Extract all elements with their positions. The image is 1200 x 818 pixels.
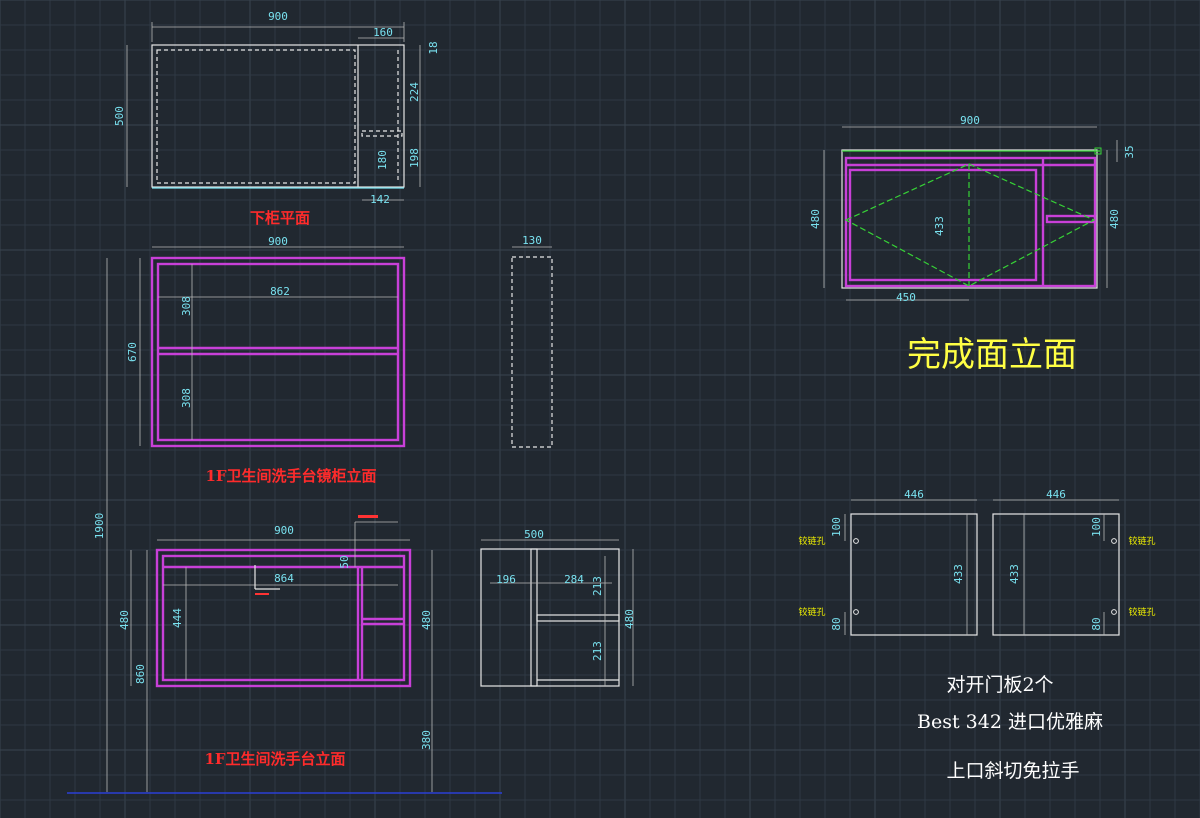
vanity-height-dim: 480 — [118, 610, 131, 630]
vanity-base-dim: 860 — [134, 664, 147, 684]
mirror-lower-dim: 308 — [180, 388, 193, 408]
finished-half-dim: 450 — [896, 291, 916, 304]
side-right-dim: 284 — [564, 573, 584, 586]
vanity-outer-frame — [155, 548, 412, 688]
vanity-floor-dim: 380 — [420, 730, 433, 750]
finished-top-dim: 35 — [1123, 145, 1136, 158]
vanity-side-elevation: 500 196 284 213 213 480 — [480, 528, 636, 687]
left-bottom-hinge-dim: 80 — [830, 617, 843, 630]
finished-door-swing — [844, 163, 1096, 287]
finished-height-right-dim: 480 — [1108, 209, 1121, 229]
finished-outline — [841, 149, 1098, 289]
plan-top-dim: 18 — [427, 41, 440, 54]
side-left-dim: 196 — [496, 573, 516, 586]
hinge-label: 铰链孔 — [1128, 535, 1155, 547]
note-handle: 上口斜切免拉手 — [946, 760, 1079, 782]
plan-upper-dim: 224 — [408, 82, 421, 102]
side-lower-dim: 213 — [591, 641, 604, 661]
finished-corner-mark — [1094, 147, 1102, 155]
note-material: Best 342 进口优雅麻 — [917, 711, 1103, 733]
plan-shelf — [361, 130, 403, 137]
plan-lower-dim: 198 — [408, 148, 421, 168]
side-height-dim: 480 — [623, 609, 636, 629]
mirror-cabinet-elevation-title: 1F卫生间洗手台镜柜立面 — [205, 467, 376, 485]
right-bottom-hinge-dim: 80 — [1090, 617, 1103, 630]
right-top-hinge-dim: 100 — [1090, 517, 1103, 537]
mirror-height-dim: 670 — [126, 342, 139, 362]
plan-width-dim: 900 — [268, 10, 288, 23]
hinge-label: 铰链孔 — [798, 535, 825, 547]
hinge-hole — [1111, 609, 1117, 615]
vanity-total-dim: 1900 — [93, 513, 106, 540]
left-door-width-dim: 446 — [904, 488, 924, 501]
finished-elevation-title: 完成面立面 — [907, 335, 1077, 375]
vanity-width-dim: 900 — [274, 524, 294, 537]
hinge-hole — [853, 609, 859, 615]
mirror-side-profile: 130 — [511, 234, 553, 448]
side-shelf — [536, 614, 620, 622]
finished-elevation: 900 35 480 480 433 450 完成面立面 — [809, 114, 1136, 375]
vanity-inner-height-dim: 444 — [171, 608, 184, 628]
mirror-inner-dim: 862 — [270, 285, 290, 298]
door-panels: 446 446 433 433 100 100 80 80 铰链孔 铰链孔 铰链… — [798, 488, 1156, 636]
lower-cabinet-plan: 900 160 18 500 224 198 180 142 下柜平面 — [113, 10, 440, 227]
vanity-small-dim: 50 — [338, 555, 351, 568]
side-width-dim: 500 — [524, 528, 544, 541]
mirror-cabinet-elevation: 900 862 670 308 308 1F卫生间洗手台镜柜立面 — [126, 235, 406, 485]
finished-width-dim: 900 — [960, 114, 980, 127]
vanity-right-height-dim: 480 — [420, 610, 433, 630]
right-door-panel — [992, 513, 1120, 636]
vanity-elevation: 1900 900 864 50 480 444 860 380 480 1F卫生… — [67, 258, 502, 794]
hinge-label: 铰链孔 — [1128, 606, 1155, 618]
left-top-hinge-dim: 100 — [830, 517, 843, 537]
left-door-panel — [850, 513, 978, 636]
mirror-upper-dim: 308 — [180, 296, 193, 316]
mirror-outer-frame — [150, 256, 406, 448]
right-door-width-dim: 446 — [1046, 488, 1066, 501]
note-doors: 对开门板2个 — [946, 674, 1053, 696]
plan-right-width-dim: 160 — [373, 26, 393, 39]
mirror-width-dim: 900 — [268, 235, 288, 248]
plan-bottom-dim: 142 — [370, 193, 390, 206]
left-door-height-dim: 433 — [952, 564, 965, 584]
side-profile-outline — [511, 256, 553, 448]
plan-inner-dim: 180 — [376, 150, 389, 170]
hinge-hole — [853, 538, 859, 544]
finished-height-left-dim: 480 — [809, 209, 822, 229]
mirror-inner-frame — [156, 262, 400, 442]
notes: 对开门板2个 Best 342 进口优雅麻 上口斜切免拉手 — [917, 674, 1103, 782]
finished-inner-dim: 433 — [933, 216, 946, 236]
plan-depth-dim: 500 — [113, 106, 126, 126]
finished-inner-frame — [848, 168, 1038, 282]
finished-shelf — [1045, 214, 1097, 224]
right-door-height-dim: 433 — [1008, 564, 1021, 584]
hinge-label: 铰链孔 — [798, 606, 825, 618]
plan-inner-left — [156, 49, 356, 184]
vanity-callout-mark — [358, 515, 378, 518]
vanity-inner-dim: 864 — [274, 572, 294, 585]
vanity-red-mark — [255, 593, 269, 595]
side-profile-dim: 130 — [522, 234, 542, 247]
lower-cabinet-plan-title: 下柜平面 — [250, 209, 310, 227]
hinge-hole — [1111, 538, 1117, 544]
side-upper-dim: 213 — [591, 576, 604, 596]
vanity-elevation-title: 1F卫生间洗手台立面 — [204, 750, 345, 768]
plan-outline — [151, 44, 405, 188]
